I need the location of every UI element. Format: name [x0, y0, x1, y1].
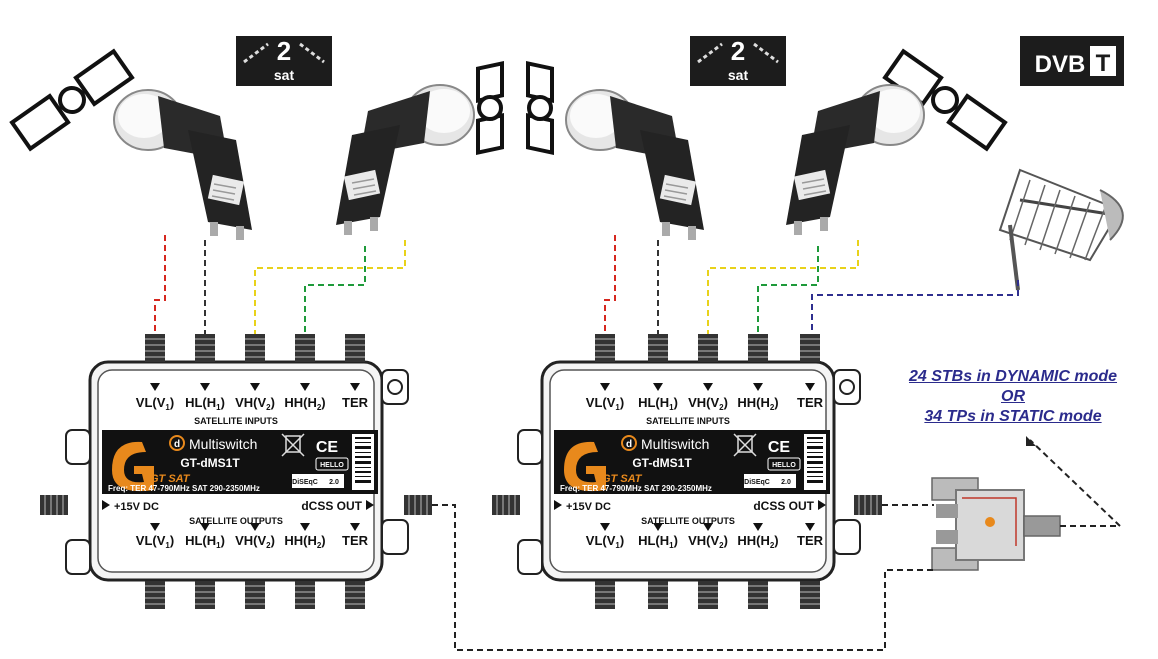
output-port-labels: VL(V1) HL(H1) VH(V2) HH(H2) TER — [136, 533, 369, 550]
ce-mark: CE — [768, 439, 791, 456]
satellite-icon-left — [10, 49, 134, 151]
weee-bin-icon — [281, 433, 305, 457]
svg-text:T: T — [1096, 50, 1111, 77]
capacity-note: 24 STBs in DYNAMIC mode OR 34 TPs in STA… — [868, 367, 1158, 427]
svg-text:HH(H2): HH(H2) — [737, 533, 778, 550]
lnb-3 — [565, 89, 705, 241]
svg-text:sat: sat — [728, 67, 749, 83]
barcode-icon — [352, 434, 374, 490]
ce-mark: CE — [316, 439, 339, 456]
power-port — [491, 494, 521, 516]
svg-text:HH(H2): HH(H2) — [737, 395, 778, 412]
svg-text:VL(V1): VL(V1) — [586, 533, 624, 550]
svg-text:sat: sat — [274, 67, 295, 83]
barcode-icon — [804, 434, 826, 490]
svg-text:2: 2 — [731, 36, 745, 66]
svg-text:GT-dMS1T: GT-dMS1T — [180, 456, 240, 470]
terrestrial-antenna-icon — [998, 168, 1124, 291]
svg-text:VL(V1): VL(V1) — [136, 533, 174, 550]
svg-text:d: d — [626, 439, 632, 450]
output-ports — [144, 580, 366, 610]
svg-text:2.0: 2.0 — [781, 479, 791, 486]
svg-text:Multiswitch: Multiswitch — [641, 436, 709, 452]
diseqc-badge: DiSEqC — [744, 479, 770, 486]
power-label: +15V DC — [566, 501, 611, 513]
dvbt-badge: DVB T — [1020, 36, 1124, 86]
output-ports — [594, 580, 821, 610]
hello-badge: HELLO — [772, 462, 796, 469]
svg-text:HL(H1): HL(H1) — [185, 395, 225, 412]
capacity-note-dynamic: 24 STBs in DYNAMIC mode — [908, 368, 1118, 385]
hello-badge: HELLO — [320, 462, 344, 469]
svg-text:2: 2 — [277, 36, 291, 66]
power-label: +15V DC — [114, 501, 159, 513]
two-sat-badge-right: 2 sat — [690, 36, 786, 86]
svg-text:VL(V1): VL(V1) — [136, 395, 174, 412]
svg-text:GT SAT: GT SAT — [602, 473, 643, 485]
svg-text:HL(H1): HL(H1) — [638, 395, 678, 412]
lnb-2 — [335, 84, 475, 236]
svg-text:VH(V2): VH(V2) — [688, 395, 728, 412]
input-cables — [154, 235, 1019, 334]
svg-text:VH(V2): VH(V2) — [688, 533, 728, 550]
svg-text:TER: TER — [797, 395, 824, 410]
svg-text:TER: TER — [342, 395, 369, 410]
input-ports — [144, 333, 366, 363]
two-sat-badge-left: 2 sat — [236, 36, 332, 86]
dcss-out-label: dCSS OUT — [301, 499, 362, 513]
svg-text:HL(H1): HL(H1) — [185, 533, 225, 550]
frequency-spec: Freq: TER 47-790MHz SAT 290-2350MHz — [560, 484, 712, 493]
lnb-4 — [785, 84, 925, 236]
svg-text:VH(V2): VH(V2) — [235, 533, 275, 550]
satellite-inputs-title: SATELLITE INPUTS — [194, 416, 278, 426]
svg-text:d: d — [174, 439, 180, 450]
svg-text:GT SAT: GT SAT — [150, 473, 191, 485]
weee-bin-icon — [733, 433, 757, 457]
svg-text:HH(H2): HH(H2) — [284, 533, 325, 550]
output-cables — [432, 439, 1123, 651]
power-port — [39, 494, 69, 516]
dcss-out-port — [853, 494, 883, 516]
satellite-outputs-title: SATELLITE OUTPUTS — [189, 516, 283, 526]
output-port-labels: VL(V1) HL(H1) VH(V2) HH(H2) TER — [586, 533, 824, 550]
svg-text:VL(V1): VL(V1) — [586, 395, 624, 412]
input-ports — [594, 333, 821, 363]
frequency-spec: Freq: TER 47-790MHz SAT 290-2350MHz — [108, 484, 260, 493]
input-port-labels: VL(V1) HL(H1) VH(V2) HH(H2) TER — [586, 395, 824, 412]
svg-text:VH(V2): VH(V2) — [235, 395, 275, 412]
diseqc-badge: DiSEqC — [292, 479, 318, 486]
device-label-panel: GT SAT d Multiswitch GT-dMS1T CE HELLO — [102, 430, 378, 494]
dcss-out-label: dCSS OUT — [753, 499, 814, 513]
satellite-outputs-title: SATELLITE OUTPUTS — [641, 516, 735, 526]
satellite-icon-center-right — [526, 61, 554, 155]
multiswitch-1: VL(V1) HL(H1) VH(V2) HH(H2) TER SATELLIT… — [39, 333, 433, 610]
svg-text:TER: TER — [342, 533, 369, 548]
dcss-out-port — [403, 494, 433, 516]
device-label-panel: GT SAT d Multiswitch GT-dMS1T CE HELLO — [554, 430, 830, 494]
multiswitch-2: VL(V1) HL(H1) VH(V2) HH(H2) TER SATELLIT… — [491, 333, 883, 610]
lnb-1 — [113, 89, 253, 241]
satellite-icon-center-left — [476, 61, 504, 155]
svg-text:GT-dMS1T: GT-dMS1T — [632, 456, 692, 470]
input-port-labels: VL(V1) HL(H1) VH(V2) HH(H2) TER — [136, 395, 369, 412]
svg-text:DVB: DVB — [1035, 51, 1086, 78]
capacity-note-or: OR — [1001, 388, 1025, 405]
svg-text:TER: TER — [797, 533, 824, 548]
capacity-note-static: 34 TPs in STATIC mode — [924, 408, 1102, 425]
splitter-icon — [931, 477, 1061, 571]
svg-text:2.0: 2.0 — [329, 479, 339, 486]
satellite-inputs-title: SATELLITE INPUTS — [646, 416, 730, 426]
svg-text:HL(H1): HL(H1) — [638, 533, 678, 550]
svg-text:HH(H2): HH(H2) — [284, 395, 325, 412]
svg-text:Multiswitch: Multiswitch — [189, 436, 257, 452]
